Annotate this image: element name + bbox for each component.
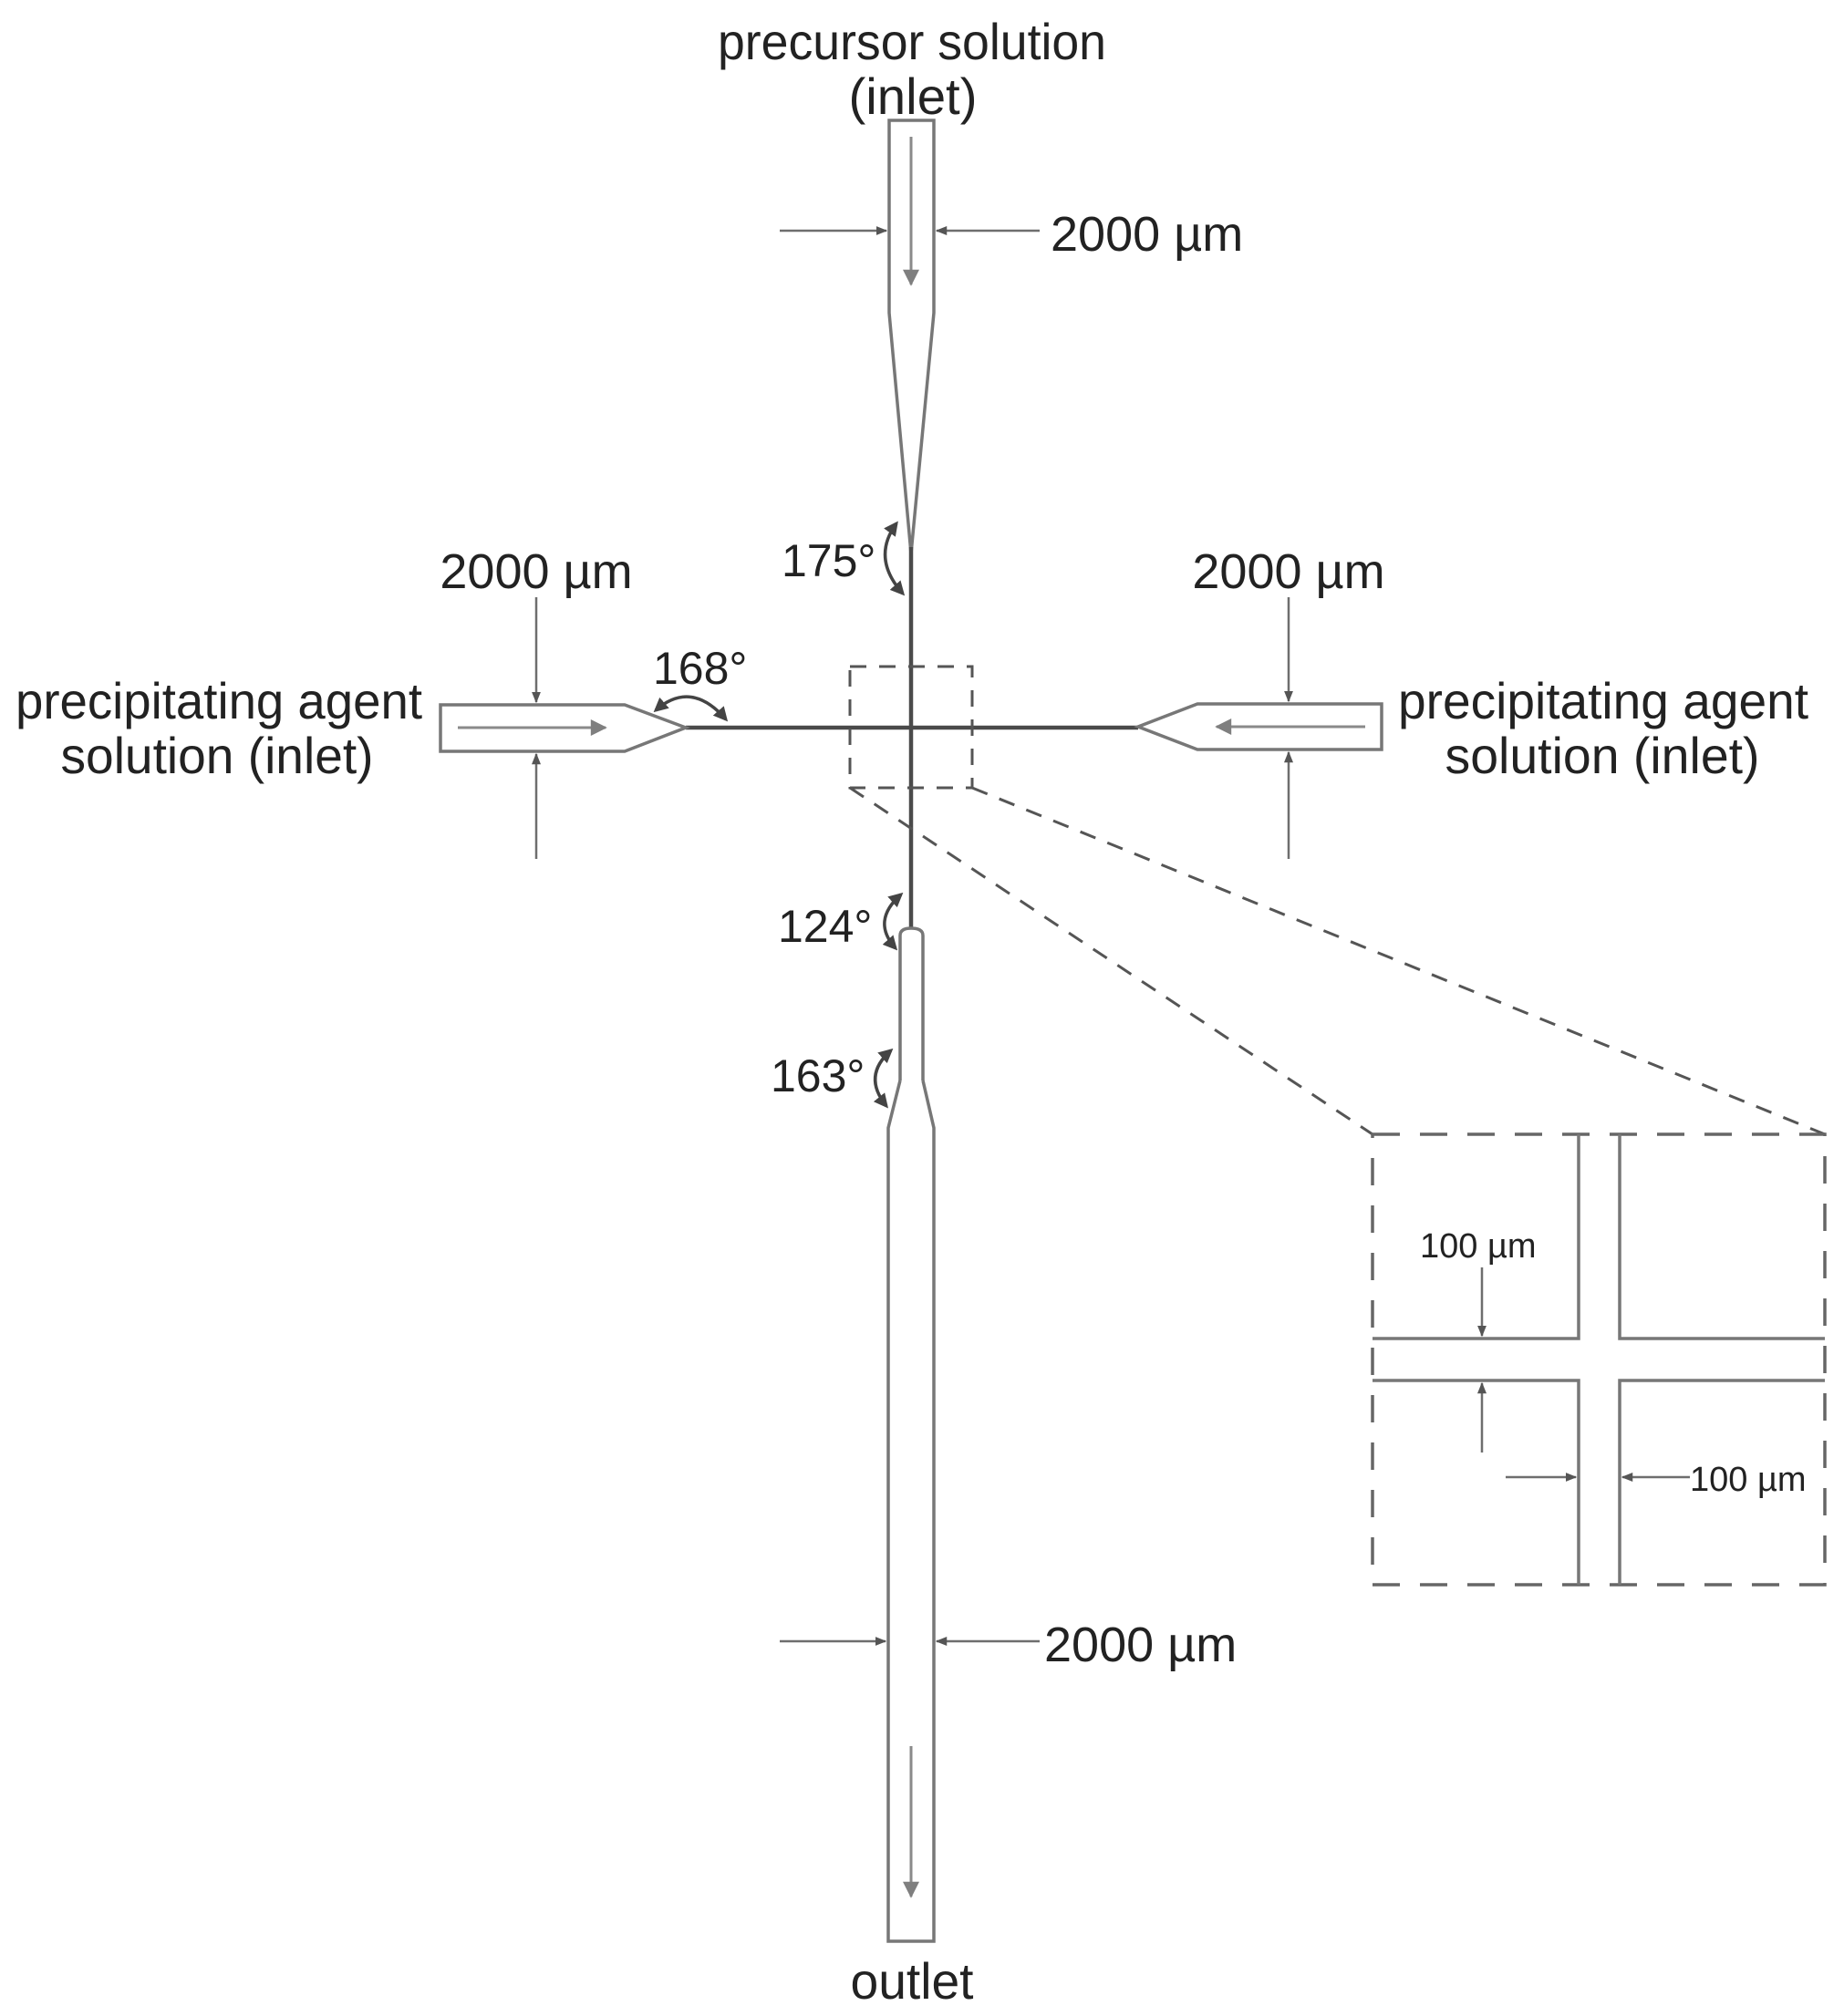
- double-headed-arc-arrow-icon: [653, 695, 729, 722]
- outlet-channel: [886, 926, 936, 1943]
- outlet-narrow-section: [898, 926, 925, 1080]
- zoom-leader-right: [971, 786, 1826, 1136]
- right-inlet-label: precipitating agent solution (inlet): [1398, 672, 1808, 784]
- left-inlet-channel: [439, 703, 690, 753]
- left-inlet-label-line2: solution (inlet): [61, 727, 374, 784]
- outlet-expansion-section: [886, 1080, 936, 1943]
- left-inlet-outline: [439, 703, 690, 753]
- double-headed-arc-arrow-icon: [873, 1048, 894, 1109]
- outlet-width-dimension: 2000 µm: [780, 1618, 1237, 1672]
- left-inlet-label: precipitating agent solution (inlet): [16, 672, 422, 784]
- top-inlet-outline: [887, 119, 936, 554]
- zoom-leader-left: [849, 786, 1373, 1136]
- left-width-dimension: 2000 µm: [440, 544, 633, 859]
- angle-163-label: 163°: [771, 1050, 865, 1101]
- inset-channel-top-right: [1618, 1134, 1825, 1340]
- inset-horizontal-channel-label: 100 µm: [1420, 1227, 1537, 1266]
- right-inlet-outline: [1134, 702, 1383, 751]
- angle-124: 124°: [778, 892, 904, 952]
- top-inlet-label: precursor solution (inlet): [718, 13, 1106, 125]
- inset-channel-bottom-right: [1618, 1379, 1825, 1585]
- double-headed-arc-arrow-icon: [883, 521, 906, 596]
- right-inlet-channel: [1134, 702, 1383, 751]
- inset-vertical-channel-label: 100 µm: [1690, 1461, 1807, 1499]
- right-width-label: 2000 µm: [1192, 544, 1384, 599]
- inset-channel-top-left: [1373, 1134, 1580, 1340]
- angle-124-label: 124°: [778, 901, 872, 952]
- left-inlet-label-line1: precipitating agent: [16, 672, 422, 729]
- outlet-label: outlet: [851, 1952, 974, 2010]
- angle-163: 163°: [771, 1048, 894, 1109]
- junction-zoom-region: [848, 665, 974, 790]
- right-width-dimension: 2000 µm: [1192, 544, 1385, 859]
- angle-175: 175°: [782, 521, 906, 596]
- top-inlet-channel: [887, 119, 936, 554]
- right-inlet-label-line2: solution (inlet): [1445, 727, 1760, 784]
- inset-frame: [1371, 1132, 1827, 1587]
- angle-175-label: 175°: [782, 535, 875, 586]
- left-width-label: 2000 µm: [440, 544, 632, 599]
- inset-channel-bottom-left: [1373, 1379, 1580, 1585]
- right-inlet-label-line1: precipitating agent: [1398, 672, 1808, 729]
- outlet-width-label: 2000 µm: [1044, 1618, 1237, 1672]
- angle-168: 168°: [653, 643, 747, 722]
- top-inlet-label-line1: precursor solution: [718, 13, 1106, 70]
- junction-inset: 100 µm 100 µm: [1371, 1132, 1827, 1587]
- top-inlet-label-line2: (inlet): [849, 67, 978, 125]
- top-width-dimension: 2000 µm: [780, 207, 1243, 262]
- double-headed-arc-arrow-icon: [882, 892, 904, 951]
- angle-168-label: 168°: [653, 643, 747, 694]
- top-width-label: 2000 µm: [1051, 207, 1243, 262]
